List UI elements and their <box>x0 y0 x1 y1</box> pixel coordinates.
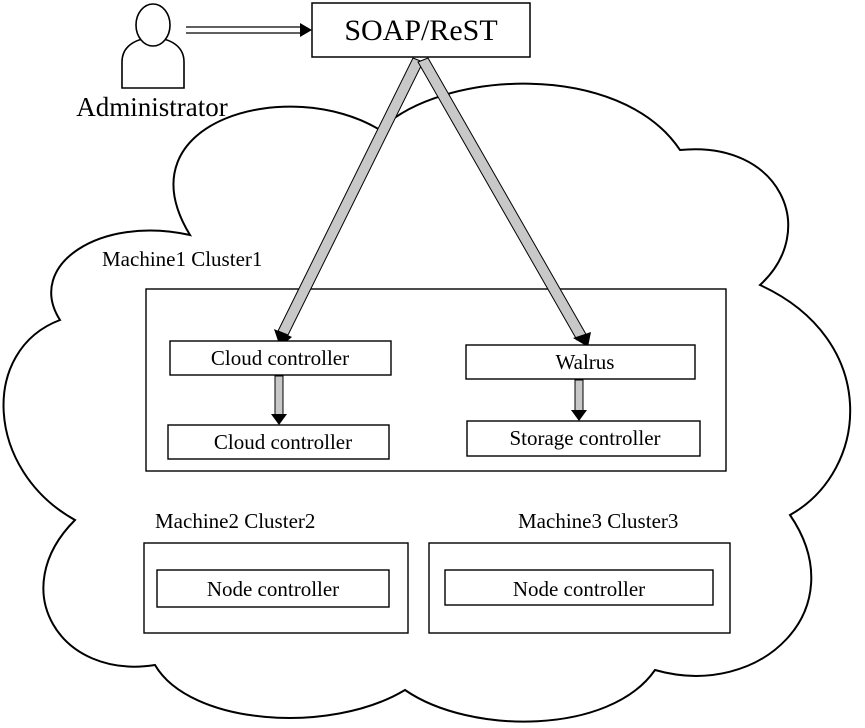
person-icon <box>121 3 185 89</box>
node-controller-2-label: Node controller <box>207 577 339 601</box>
cloud-controller-bottom-box <box>167 424 390 460</box>
walrus-label: Walrus <box>556 350 615 374</box>
arrow-api-to-walrus <box>417 57 591 347</box>
cloud-controller-bottom-label: Cloud controller <box>214 430 352 454</box>
machine3-label: Machine3 Cluster3 <box>518 509 678 533</box>
cloud-controller-top-box <box>169 340 392 376</box>
machine2-label: Machine2 Cluster2 <box>155 509 315 533</box>
storage-controller-label: Storage controller <box>509 426 660 450</box>
node-controller-3-box <box>444 569 714 606</box>
walrus-box <box>465 344 696 380</box>
node-controller-2-box <box>156 569 390 608</box>
cloud-controller-top-label: Cloud controller <box>211 346 349 370</box>
machine1-label: Machine1 Cluster1 <box>102 247 262 271</box>
api-label: SOAP/ReST <box>344 14 497 47</box>
storage-controller-box <box>466 420 701 457</box>
node-controller-3-label: Node controller <box>513 577 645 601</box>
arrow-admin-to-api <box>186 23 312 37</box>
api-box <box>311 2 531 58</box>
arrow-cloud-to-cloud <box>271 375 287 425</box>
actor-label: Administrator <box>76 92 227 122</box>
arrow-walrus-to-storage <box>571 379 587 421</box>
